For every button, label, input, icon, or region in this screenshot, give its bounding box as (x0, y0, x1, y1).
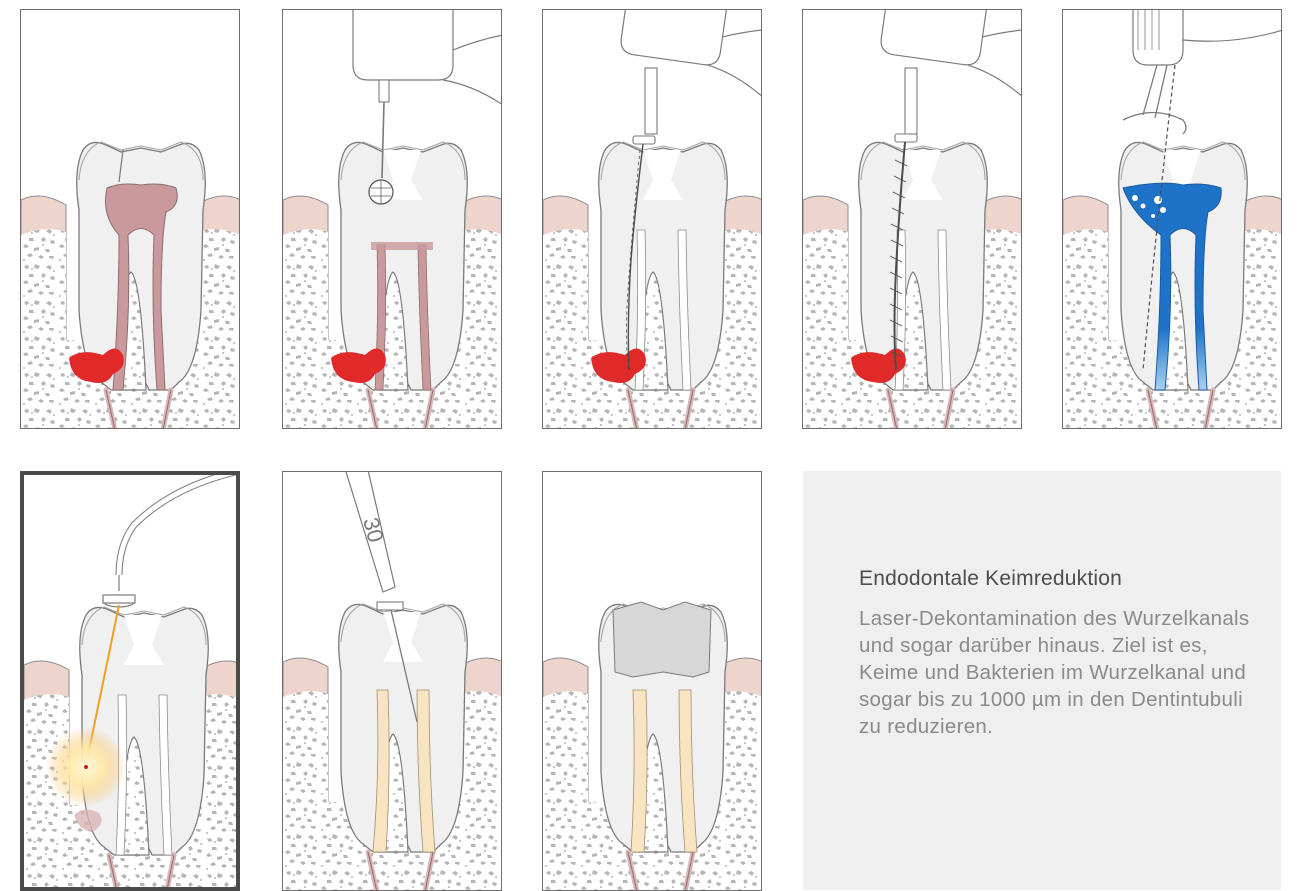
endodontic-file-icon (543, 10, 762, 429)
step-panel-canal-shaping[interactable] (802, 9, 1022, 429)
info-panel: Endodontale Keimreduktion Laser-Dekontam… (803, 471, 1281, 890)
rotary-file-icon (803, 10, 1022, 429)
restored-tooth-icon (543, 472, 762, 891)
step-panel-irrigation[interactable] (1062, 9, 1282, 429)
step-panel-canal-file[interactable] (542, 9, 762, 429)
info-title: Endodontale Keimreduktion (859, 567, 1122, 591)
obturation-tool-icon: 30 (283, 472, 502, 891)
step-panel-restoration[interactable] (542, 471, 762, 891)
drill-icon (283, 10, 502, 429)
step-panel-laser-disinfection[interactable] (20, 471, 240, 891)
step-panel-infected[interactable] (20, 9, 240, 429)
laser-fiber-icon (24, 475, 240, 891)
infected-tooth-icon (21, 10, 240, 429)
irrigation-tip-icon (1063, 10, 1282, 429)
step-panel-obturation[interactable]: 30 (282, 471, 502, 891)
info-description: Laser-Dekontamination des Wurzelkanals u… (859, 605, 1259, 740)
step-panel-access-opening[interactable] (282, 9, 502, 429)
